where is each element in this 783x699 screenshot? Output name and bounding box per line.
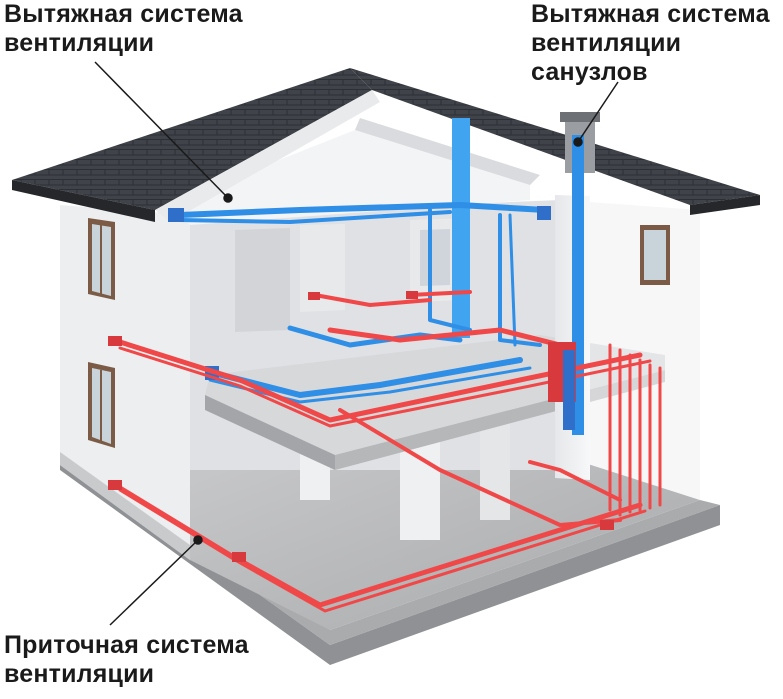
leader-dot-exhaust — [223, 193, 233, 203]
bathroom-label-line-1: Вытяжная система — [531, 0, 770, 28]
supply-grille — [232, 552, 246, 562]
leader-dot-bathroom — [573, 137, 583, 147]
supply-label-line-1: Приточная система — [4, 631, 249, 659]
roof — [12, 68, 760, 222]
leader-line-bathroom — [577, 81, 619, 143]
leader-dot-supply — [193, 535, 203, 545]
window-upper — [88, 218, 115, 300]
supply-system-label: Приточная система вентиляции — [4, 631, 249, 689]
exhaust-grille — [537, 206, 551, 220]
leader-lines — [94, 61, 619, 626]
leader-line-exhaust — [94, 61, 229, 199]
supply-grille — [600, 520, 614, 530]
attic-ceiling — [165, 118, 540, 225]
bathroom-label-line-2: вентиляции — [531, 29, 682, 57]
bathroom-exhaust-label: Вытяжная система вентиляции санузлов — [531, 0, 770, 87]
supply-duct-system — [108, 290, 662, 613]
supply-grille — [108, 480, 122, 490]
leader-line-supply — [109, 539, 199, 626]
supply-label-line-2: вентиляции — [4, 660, 155, 688]
left-exterior-wall — [60, 205, 190, 560]
exhaust-label-line-1: Вытяжная система — [4, 0, 243, 28]
vertical-exhaust-riser — [452, 118, 470, 338]
bathroom-label-line-3: санузлов — [531, 58, 648, 86]
exhaust-grille — [168, 208, 184, 222]
exhaust-duct-system — [168, 118, 584, 435]
supply-grille — [108, 336, 122, 346]
supply-grille — [308, 292, 320, 300]
supply-grille — [406, 291, 418, 299]
window-lower — [88, 362, 115, 448]
exhaust-label-line-2: вентиляции — [4, 29, 155, 57]
exhaust-system-label: Вытяжная система вентиляции — [4, 0, 243, 58]
